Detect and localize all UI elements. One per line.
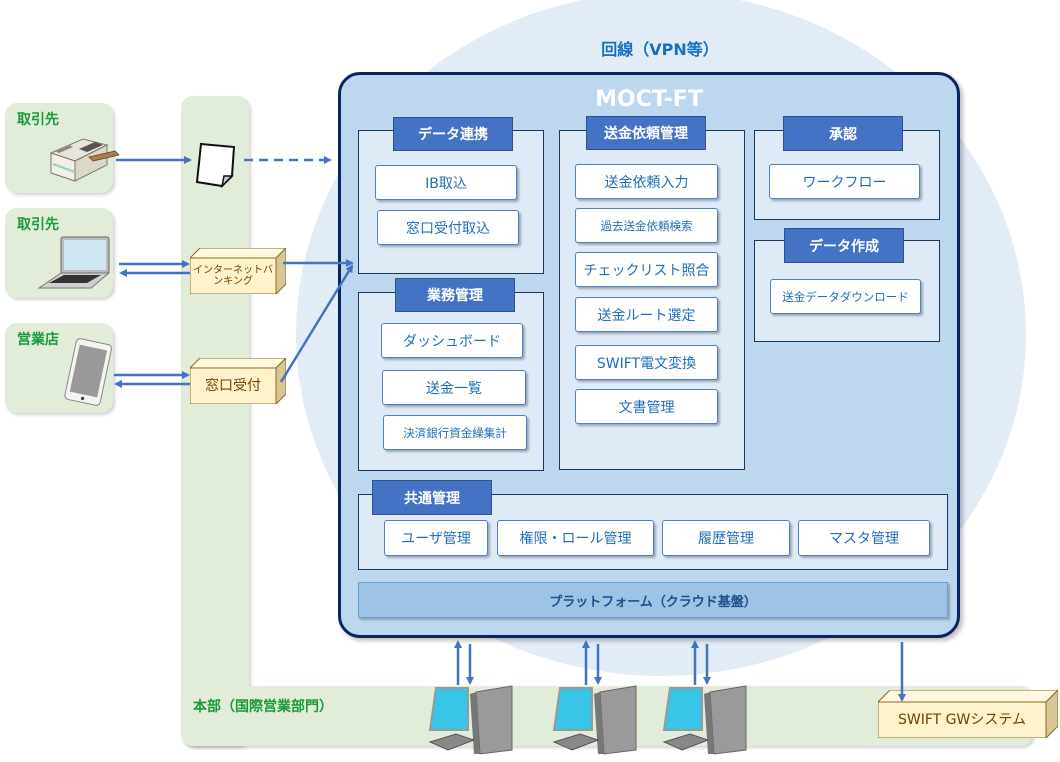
function-remittance-input[interactable]: 送金依頼入力 xyxy=(575,164,718,199)
counter-reception-label: 窓口受付 xyxy=(205,377,261,394)
document-icon xyxy=(195,142,236,189)
function-remittance-list[interactable]: 送金一覧 xyxy=(382,370,526,405)
group-business-mgmt-title: 業務管理 xyxy=(395,278,515,312)
function-route-selection[interactable]: 送金ルート選定 xyxy=(575,297,718,332)
function-user-mgmt[interactable]: ユーザ管理 xyxy=(384,520,488,556)
internet-banking-box: インターネットバ ンキング xyxy=(190,248,286,294)
network-label: 回線（VPN等） xyxy=(601,40,719,59)
actor-label: 取引先 xyxy=(17,112,59,128)
function-document-mgmt[interactable]: 文書管理 xyxy=(575,389,718,424)
group-data-link xyxy=(358,130,544,274)
function-workflow[interactable]: ワークフロー xyxy=(769,164,920,199)
function-role-mgmt[interactable]: 権限・ロール管理 xyxy=(497,520,654,556)
group-approval-title: 承認 xyxy=(783,116,903,151)
actor-client-laptop: 取引先 xyxy=(5,208,113,298)
function-remittance-data-download[interactable]: 送金データダウンロード xyxy=(770,279,921,314)
function-dashboard[interactable]: ダッシュボード xyxy=(381,323,523,358)
headquarters-label: 本部（国際営業部門） xyxy=(193,699,333,715)
function-counter-import[interactable]: 窓口受付取込 xyxy=(377,210,519,245)
terminal-icon-1 xyxy=(428,685,513,755)
tablet-icon xyxy=(64,338,113,406)
system-title: MOCT-FT xyxy=(595,87,703,112)
terminal-icon-3 xyxy=(662,685,747,755)
function-checklist-matching[interactable]: チェックリスト照合 xyxy=(575,252,718,287)
internet-banking-label-2: ンキング xyxy=(213,276,253,287)
actor-label: 営業店 xyxy=(17,332,59,348)
terminal-icon-2 xyxy=(552,685,637,755)
counter-reception-box: 窓口受付 xyxy=(190,358,286,404)
group-remittance-request-title: 送金依頼管理 xyxy=(586,116,706,150)
actor-label: 取引先 xyxy=(17,217,59,233)
channel-strip xyxy=(181,96,249,746)
function-settlement-bank-funds[interactable]: 決済銀行資金繰集計 xyxy=(383,415,527,450)
group-common-mgmt-title: 共通管理 xyxy=(372,480,492,515)
platform-bar: プラットフォーム（クラウド基盤） xyxy=(358,582,948,618)
function-past-remittance-search[interactable]: 過去送金依頼検索 xyxy=(575,208,718,243)
laptop-icon xyxy=(37,236,111,289)
function-ib-import[interactable]: IB取込 xyxy=(375,165,517,200)
actor-client-fax: 取引先 xyxy=(5,103,120,193)
function-history-mgmt[interactable]: 履歴管理 xyxy=(662,520,790,556)
function-swift-conversion[interactable]: SWIFT電文変換 xyxy=(575,345,718,380)
swift-gw-box: SWIFT GWシステム xyxy=(878,690,1058,738)
function-master-mgmt[interactable]: マスタ管理 xyxy=(798,520,930,556)
fax-machine-icon xyxy=(49,138,120,182)
actor-branch-tablet: 営業店 xyxy=(5,323,113,413)
group-data-creation-title: データ作成 xyxy=(784,228,904,263)
internet-banking-label-1: インターネットバ xyxy=(193,264,273,276)
group-data-link-title: データ連携 xyxy=(393,117,513,151)
swift-gw-label: SWIFT GWシステム xyxy=(898,711,1026,728)
